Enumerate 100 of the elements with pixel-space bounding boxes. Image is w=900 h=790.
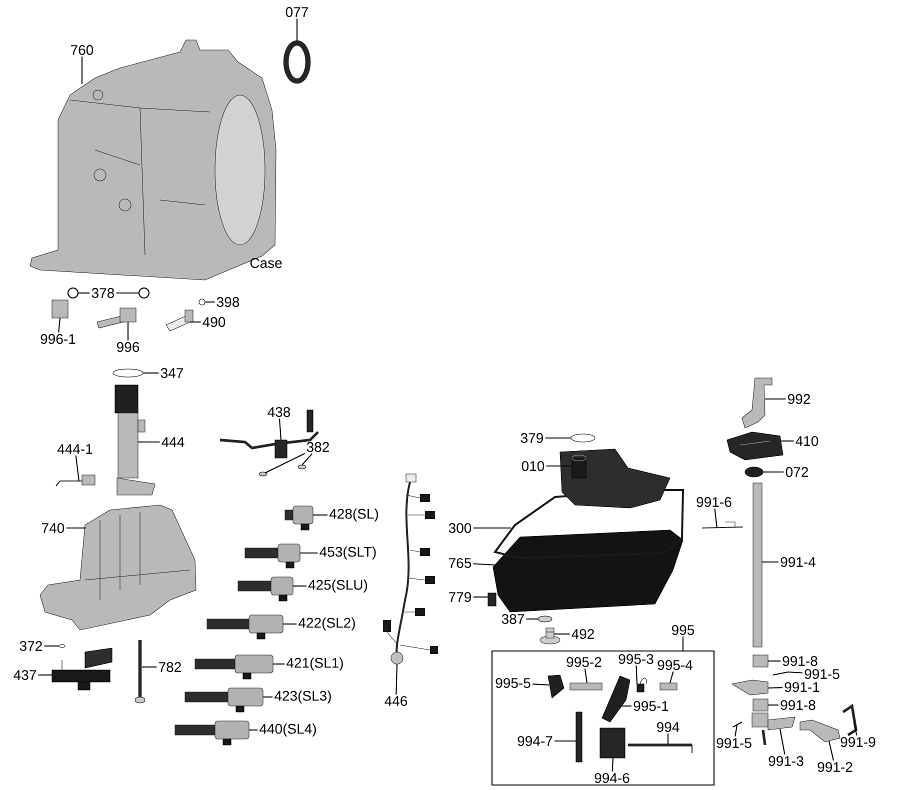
solenoid-drawing [244,544,300,568]
leader-line [81,56,83,84]
spring-pin-drawing [732,722,742,728]
callout-number: 765 [449,558,472,568]
rod-drawing [628,744,693,753]
leader-line [75,455,80,482]
gasket [258,472,268,476]
spring-pin-drawing [772,671,788,676]
collar [752,698,768,712]
leader-line [473,596,488,598]
callout-number: 453(SLT) [320,546,376,560]
solenoid-drawing [194,654,274,680]
leader-line [546,465,572,467]
gasket [298,464,306,470]
callout-number: 782 [159,662,181,672]
leader-line [619,705,632,707]
block [600,728,626,758]
leader-line [762,561,778,563]
callout-number: 347 [160,368,183,378]
o-ring [198,298,206,306]
leader-line [66,527,86,529]
leader-line [273,663,285,665]
callout-number: 991-2 [818,762,852,772]
leader-line [779,728,786,755]
group-frame [491,650,715,786]
callout-number: 490 [202,317,226,327]
leader-line [670,671,674,684]
leader-line [278,418,282,440]
leader-line [765,398,786,400]
oil-tube-drawing [114,384,156,496]
leader-line [313,514,328,516]
leader-line [682,636,684,650]
callout-number: 444 [162,437,184,447]
leader-line [545,437,571,439]
solenoid-drawing [284,506,314,530]
callout-number: 387 [502,614,524,624]
leader-line [396,664,398,694]
leader-line [554,633,570,635]
callout-number: 382 [306,442,329,452]
leader-line [853,722,858,736]
leader-line [667,734,669,744]
callout-number: 378 [92,288,114,298]
pin [570,682,602,690]
valve-body-drawing [40,504,196,630]
callout-number: 995 [672,625,694,635]
leader-line [249,729,258,731]
callout-number: 991-3 [768,756,804,766]
plug-drawing [540,628,560,644]
washer [538,616,552,622]
callout-number: 760 [71,45,94,55]
bolt-drawing [134,640,146,704]
o-ring [58,644,66,648]
callout-number: 994 [656,722,680,732]
callout-number: 372 [20,641,42,651]
leader-line [38,674,52,676]
callout-number: 991-9 [840,737,876,747]
o-ring [112,368,144,378]
callout-number: 995-1 [634,701,668,711]
shaft [752,482,762,648]
callout-number: 423(SL3) [274,690,331,704]
leader-line [116,292,139,294]
callout-number: 991-8 [780,700,816,710]
leader-line [612,758,614,772]
callout-number: 992 [788,394,810,404]
leader-line [828,740,834,761]
seal-ring [744,466,764,478]
leader-line [142,666,157,668]
leader-line [763,471,784,473]
leader-line [768,704,778,706]
callout-number: 300 [448,523,472,533]
callout-number: 995-5 [496,678,530,688]
callout-number: 991-5 [804,669,840,679]
fitting [52,300,68,318]
o-ring [138,287,150,299]
callout-number: 991-8 [782,656,818,666]
leader-line [636,666,638,684]
callout-number: 010 [522,461,544,471]
leader-line [293,585,306,587]
bolt [488,592,496,606]
callout-number: 991-4 [780,557,816,567]
solenoid-drawing [174,720,250,746]
lever-drawing [602,676,630,722]
leader-line [78,292,90,294]
collar [752,654,768,668]
callout-number: 444-1 [57,444,92,454]
leader-line [263,696,273,698]
callout-number: 995-2 [566,657,602,667]
callout-number: 440(SL4) [260,724,316,737]
leader-line [768,687,783,689]
sensor-drawing [52,648,112,690]
callout-number: 422(SL2) [298,618,355,631]
strainer-drawing [560,448,670,508]
callout-number: 994-6 [594,773,630,783]
cam-drawing [548,674,564,698]
callout-number: 438 [268,407,290,417]
leader-line [473,563,496,566]
rod [576,712,582,762]
bracket-drawing [742,378,772,428]
callout-number: 991-1 [784,682,820,692]
leader-line [526,618,538,620]
